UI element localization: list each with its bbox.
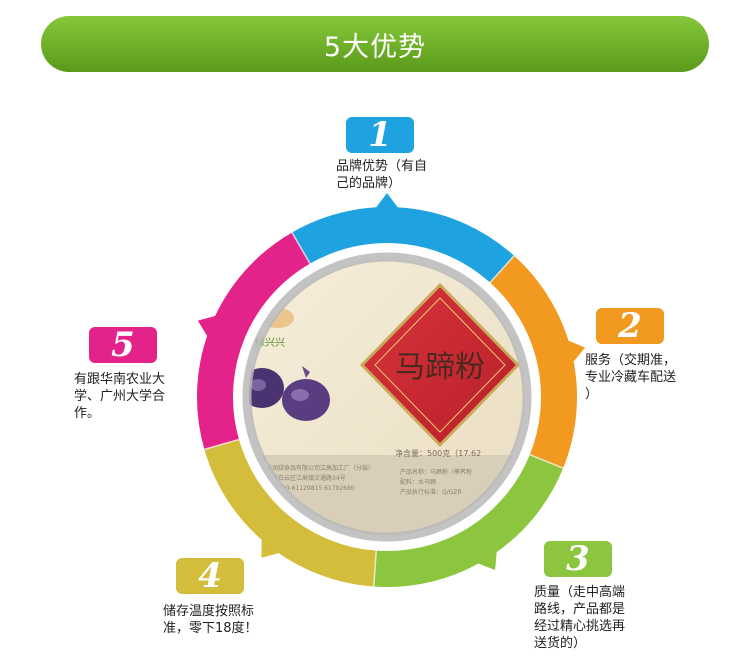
pointer-arrow-2 bbox=[567, 340, 585, 363]
advantage-2-line: 服务（交期准， bbox=[585, 353, 677, 368]
advantage-1-line: 品牌优势（有自 bbox=[336, 159, 428, 174]
pointer-arrow-1 bbox=[375, 193, 399, 209]
advantage-1-line: 己的品牌） bbox=[336, 176, 402, 191]
badge-4: 4 bbox=[176, 556, 244, 596]
title-banner: 5大优势 bbox=[41, 16, 709, 72]
pointer-arrow-5 bbox=[197, 315, 217, 338]
ring bbox=[197, 193, 585, 587]
advantage-3-text: 质量（走中高端 路线，产品都是 经过精心挑选再 送货的） bbox=[534, 584, 625, 652]
svg-text:州市润绿食品有限公司江高加工厂（分装）: 州市润绿食品有限公司江高加工厂（分装） bbox=[260, 464, 374, 472]
ring-separators bbox=[203, 231, 565, 588]
advantage-4-line: 储存温度按照标 bbox=[163, 604, 255, 619]
product-label: 绿兴兴 马蹄粉 净含量：500克（17.62 产品名称：马蹄粉（荸荠粉 配料：水… bbox=[255, 336, 485, 496]
advantage-1-text: 品牌优势（有自 己的品牌） bbox=[336, 158, 427, 192]
advantage-5-line: 有跟华南农业大 bbox=[74, 372, 166, 387]
advantage-5-line: 学、广州大学合 bbox=[74, 389, 166, 404]
advantage-4-line: 准，零下18度！ bbox=[163, 621, 258, 636]
badge-1: 1 bbox=[346, 115, 414, 155]
badge-3-number: 3 bbox=[566, 539, 590, 579]
advantage-5-text: 有跟华南农业大 学、广州大学合 作。 bbox=[74, 371, 165, 422]
advantage-2-line: ） bbox=[585, 387, 599, 402]
pointer-arrow-4 bbox=[261, 538, 280, 558]
product-photo: 州市润绿食品有限公司江高加工厂（分装） 广东省白云区江高镇文通路34号 电话：0… bbox=[249, 259, 525, 535]
ring-segment-yellow bbox=[204, 439, 377, 587]
ring-segment-magenta bbox=[197, 232, 311, 450]
advantage-3-line: 路线，产品都是 bbox=[534, 602, 626, 617]
advantage-2-line: 专业冷藏车配送 bbox=[585, 370, 677, 385]
badge-2-number: 2 bbox=[618, 306, 642, 346]
segment-separator bbox=[488, 254, 516, 284]
ring-segment-blue bbox=[292, 207, 515, 283]
segment-separator bbox=[203, 438, 241, 451]
badge-1-number: 1 bbox=[368, 115, 392, 155]
advantage-3-line: 经过精心挑选再 bbox=[534, 619, 626, 634]
segment-separator bbox=[372, 549, 378, 588]
product-detail-3: 产品执行标准：Q/GZR bbox=[400, 488, 462, 496]
svg-text:广东省白云区江高镇文通路34号: 广东省白云区江高镇文通路34号 bbox=[260, 474, 346, 482]
advantage-3-line: 质量（走中高端 bbox=[534, 585, 626, 600]
product-name: 马蹄粉 bbox=[395, 350, 485, 385]
product-weight: 净含量：500克（17.62 bbox=[395, 448, 481, 458]
badge-3: 3 bbox=[544, 539, 612, 579]
advantage-4-text: 储存温度按照标 准，零下18度！ bbox=[163, 603, 258, 637]
ring-segment-orange bbox=[489, 255, 577, 469]
product-detail-1: 产品名称：马蹄粉（荸荠粉 bbox=[400, 468, 472, 476]
ring-segment-green bbox=[373, 454, 564, 587]
badge-2: 2 bbox=[596, 306, 664, 346]
segment-separator bbox=[528, 453, 565, 470]
advantage-5-line: 作。 bbox=[74, 406, 101, 421]
product-detail-2: 配料：水马蹄 bbox=[400, 478, 436, 486]
segment-separator bbox=[290, 231, 312, 265]
inner-ring bbox=[242, 252, 532, 542]
advantage-2-text: 服务（交期准， 专业冷藏车配送 ） bbox=[585, 352, 676, 403]
page-title: 5大优势 bbox=[323, 31, 427, 63]
svg-text:电话：020-61129815 61792680: 电话：020-61129815 61792680 bbox=[260, 484, 355, 492]
badge-5-number: 5 bbox=[111, 325, 135, 365]
advantage-3-line: 送货的） bbox=[534, 636, 587, 651]
pointer-arrow-3 bbox=[477, 550, 497, 571]
badge-4-number: 4 bbox=[198, 556, 222, 596]
badge-5: 5 bbox=[89, 325, 157, 365]
